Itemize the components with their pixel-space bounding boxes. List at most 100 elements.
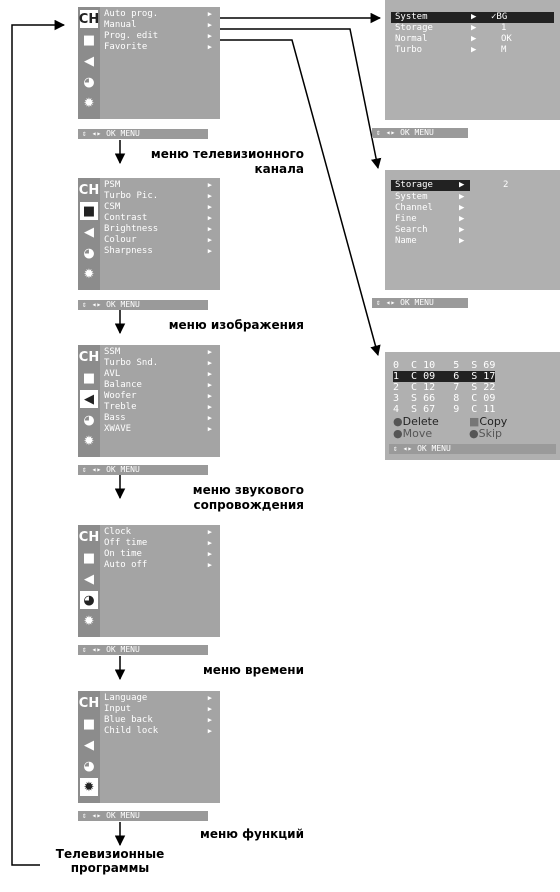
- arrow-right-icon: ▶: [207, 370, 212, 378]
- sound-icon[interactable]: ◀: [84, 737, 94, 753]
- menu-item-brightness[interactable]: Brightness▶: [104, 224, 212, 234]
- menu-item-favorite[interactable]: Favorite▶: [104, 42, 212, 52]
- menu-item-balance[interactable]: Balance▶: [104, 380, 212, 390]
- clock-icon[interactable]: ◕: [80, 591, 98, 609]
- legend-delete[interactable]: ●Delete: [393, 415, 439, 428]
- arrow-right-icon: ▶: [471, 12, 477, 22]
- ch-icon[interactable]: CH: [78, 182, 100, 198]
- panel-row-channel[interactable]: Channel▶: [395, 203, 465, 213]
- clock-icon[interactable]: ◕: [83, 245, 95, 261]
- return-loop-line: [11, 19, 66, 866]
- program-row-selected[interactable]: 1 C 09 6 S 17: [393, 371, 496, 382]
- menu-item-woofer[interactable]: Woofer▶: [104, 391, 212, 401]
- gear-icon[interactable]: ✹: [83, 95, 95, 111]
- menu-item-on-time[interactable]: On time▶: [104, 549, 212, 559]
- panel-row-search[interactable]: Search▶: [395, 225, 465, 235]
- panel-row-system[interactable]: System▶: [395, 192, 465, 202]
- picture-icon[interactable]: ■: [82, 716, 96, 732]
- clock-icon[interactable]: ◕: [83, 412, 95, 428]
- menu-item-language[interactable]: Language▶: [104, 693, 212, 703]
- panel-row-normal[interactable]: Normal▶OK: [395, 34, 512, 44]
- panel-row-storage[interactable]: Storage▶1: [395, 23, 507, 33]
- sound-icon[interactable]: ◀: [80, 390, 98, 408]
- tv-channel-menu: CH ■ ◀ ◕ ✹ Auto prog.▶ Manual▶ Prog. edi…: [78, 7, 220, 119]
- panel-row-fine[interactable]: Fine▶: [395, 214, 465, 224]
- panel-row-turbo[interactable]: Turbo▶M: [395, 45, 507, 55]
- program-row[interactable]: 4 S 67 9 C 11: [393, 404, 496, 415]
- arrow-right-icon: ▶: [471, 23, 477, 33]
- ch-icon[interactable]: CH: [78, 10, 100, 28]
- arrow-right-icon: ▶: [207, 236, 212, 244]
- legend-skip[interactable]: ●Skip: [469, 427, 503, 440]
- picture-icon[interactable]: ■: [80, 202, 98, 220]
- menu-item-input[interactable]: Input▶: [104, 704, 212, 714]
- ch-icon[interactable]: CH: [78, 529, 100, 545]
- arrow-right-icon: ▶: [207, 348, 212, 356]
- menu-item-manual[interactable]: Manual▶: [104, 20, 212, 30]
- panel-row-name[interactable]: Name▶: [395, 236, 465, 246]
- arrow-right-icon: ▶: [459, 192, 465, 202]
- nav-hint-bar: ⇕ ◂▸ OK MENU: [78, 811, 208, 821]
- time-menu: CH ■ ◀ ◕ ✹ Clock▶ Off time▶ On time▶ Aut…: [78, 525, 220, 637]
- program-row[interactable]: 2 C 12 7 S 22: [393, 382, 496, 393]
- menu-item-colour[interactable]: Colour▶: [104, 235, 212, 245]
- arrow-right-icon: ▶: [207, 359, 212, 367]
- arrow-right-icon: ▶: [207, 716, 212, 724]
- menu-item-psm[interactable]: PSM▶: [104, 180, 212, 190]
- clock-icon[interactable]: ◕: [83, 74, 95, 90]
- menu-item-ssm[interactable]: SSM▶: [104, 347, 212, 357]
- picture-icon[interactable]: ■: [82, 550, 96, 566]
- gear-icon[interactable]: ✹: [83, 433, 95, 449]
- gear-icon[interactable]: ✹: [83, 613, 95, 629]
- menu-item-turbo-pic[interactable]: Turbo Pic.▶: [104, 191, 212, 201]
- menu-item-sharpness[interactable]: Sharpness▶: [104, 246, 212, 256]
- menu-item-child-lock[interactable]: Child lock▶: [104, 726, 212, 736]
- menu-item-off-time[interactable]: Off time▶: [104, 538, 212, 548]
- arrow-right-icon: ▶: [207, 32, 212, 40]
- ch-icon[interactable]: CH: [78, 695, 100, 711]
- menu-item-prog-edit[interactable]: Prog. edit▶: [104, 31, 212, 41]
- auto-prog-panel: System▶✓BG Storage▶1 Normal▶OK Turbo▶M: [385, 0, 560, 120]
- caption-function-menu: меню функций: [200, 827, 304, 841]
- legend-move[interactable]: ●Move: [393, 427, 433, 440]
- legend-copy[interactable]: ■Copy: [469, 415, 508, 428]
- arrow-right-icon: ▶: [459, 225, 465, 235]
- program-row[interactable]: 3 S 66 8 C 09: [393, 393, 496, 404]
- clock-icon[interactable]: ◕: [83, 758, 95, 774]
- panel-storage-value: 2: [503, 180, 509, 190]
- arrow-right-icon: ▶: [207, 247, 212, 255]
- prog-edit-panel: 0 C 10 5 S 69 1 C 09 6 S 17 2 C 12 7 S 2…: [385, 352, 560, 460]
- menu-item-auto-prog[interactable]: Auto prog.▶: [104, 9, 212, 19]
- arrow-right-icon: ▶: [207, 225, 212, 233]
- menu-item-clock[interactable]: Clock▶: [104, 527, 212, 537]
- menu-item-turbo-snd[interactable]: Turbo Snd.▶: [104, 358, 212, 368]
- sound-icon[interactable]: ◀: [84, 224, 94, 240]
- menu-item-treble[interactable]: Treble▶: [104, 402, 212, 412]
- program-table: 0 C 10 5 S 69 1 C 09 6 S 17 2 C 12 7 S 2…: [393, 360, 496, 415]
- gear-icon[interactable]: ✹: [80, 778, 98, 796]
- gear-icon[interactable]: ✹: [83, 266, 95, 282]
- menu-item-avl[interactable]: AVL▶: [104, 369, 212, 379]
- nav-hint-bar: ⇕ ◂▸ OK MENU: [78, 300, 208, 310]
- picture-icon[interactable]: ■: [82, 32, 96, 48]
- menu-item-csm[interactable]: CSM▶: [104, 202, 212, 212]
- menu-item-auto-off[interactable]: Auto off▶: [104, 560, 212, 570]
- nav-hint-bar: ⇕ ◂▸ OK MENU: [372, 128, 468, 138]
- program-row[interactable]: 0 C 10 5 S 69: [393, 360, 496, 371]
- panel-row-system[interactable]: System▶✓BG: [391, 12, 554, 23]
- menu-item-blue-back[interactable]: Blue back▶: [104, 715, 212, 725]
- sound-icon[interactable]: ◀: [84, 53, 94, 69]
- menu-item-bass[interactable]: Bass▶: [104, 413, 212, 423]
- sound-icon[interactable]: ◀: [84, 571, 94, 587]
- menu-item-xwave[interactable]: XWAVE▶: [104, 424, 212, 434]
- panel-row-storage[interactable]: Storage▶: [391, 180, 470, 191]
- picture-icon[interactable]: ■: [82, 370, 96, 386]
- ch-icon[interactable]: CH: [78, 349, 100, 365]
- arrow-right-icon: ▶: [207, 550, 212, 558]
- nav-hint-bar: ⇕ ◂▸ OK MENU: [372, 298, 468, 308]
- menu-icon-column: [78, 691, 100, 803]
- nav-hint-bar: ⇕ ◂▸ OK MENU: [78, 645, 208, 655]
- menu-item-contrast[interactable]: Contrast▶: [104, 213, 212, 223]
- arrow-right-icon: ▶: [207, 43, 212, 51]
